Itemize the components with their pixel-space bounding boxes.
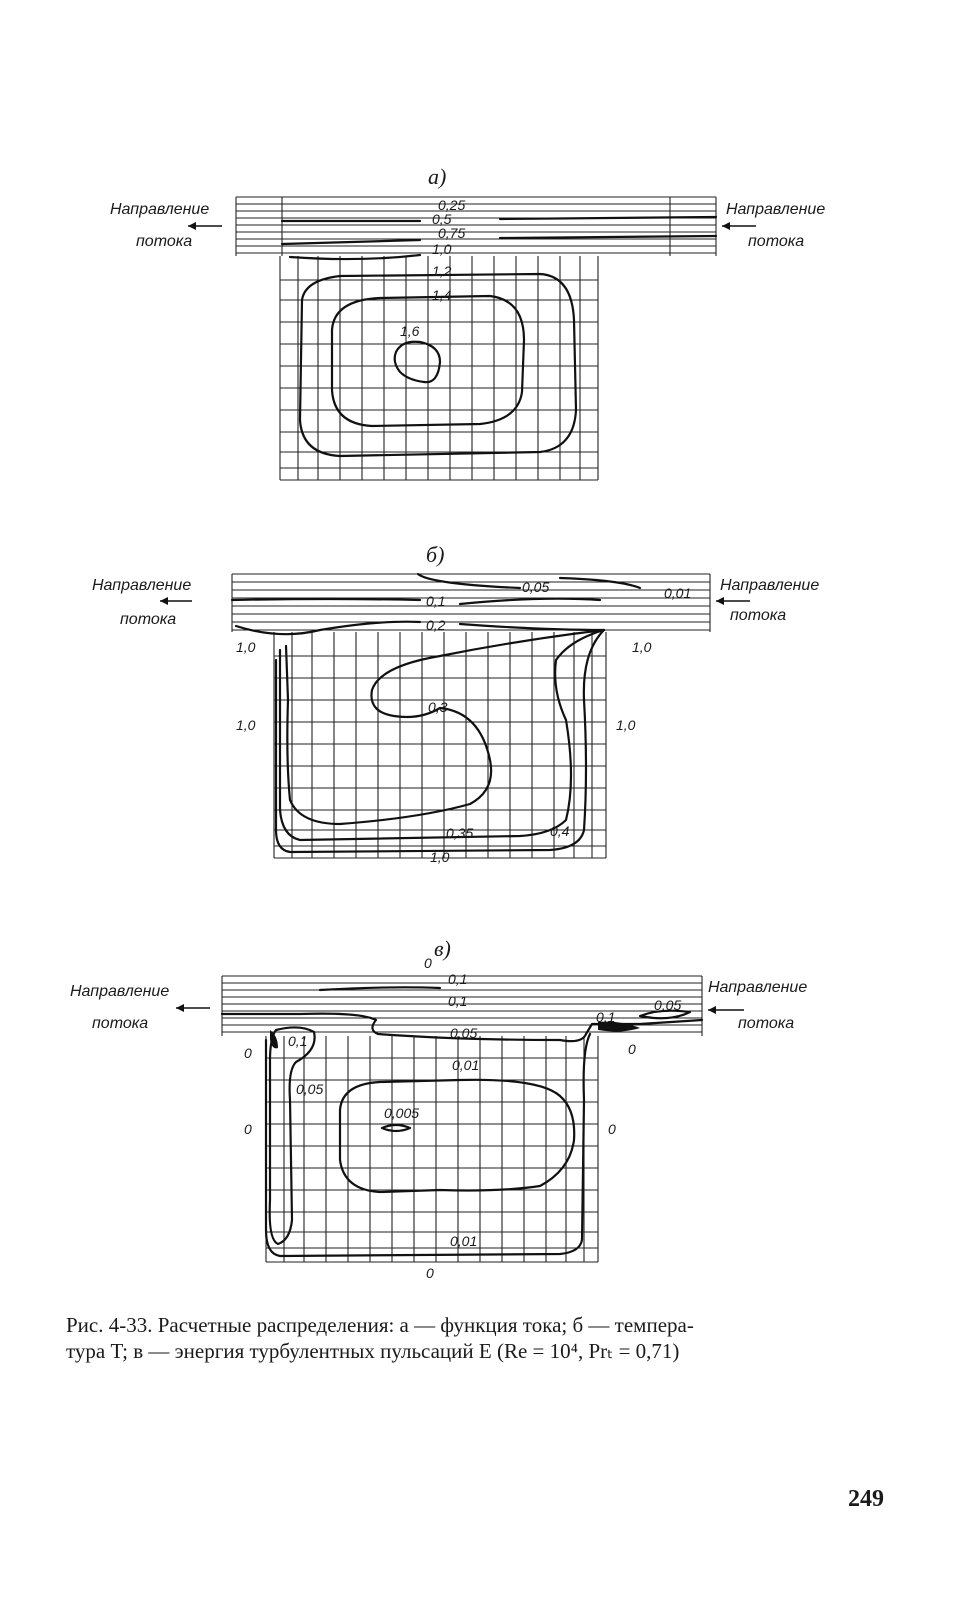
flow-direction-label: Направление: [720, 577, 819, 594]
zero-label: 0: [424, 955, 432, 971]
side-value-label: 1,0: [632, 639, 652, 655]
contour-label: 1,2: [432, 263, 452, 279]
figure-c-flow-left: Направление потока: [70, 983, 210, 1032]
zero-label: 0: [426, 1265, 434, 1281]
contour-label: 0,01: [452, 1057, 479, 1073]
contour-label: 0,75: [438, 225, 465, 241]
flow-direction-label: потока: [92, 1015, 148, 1032]
figure-a-channel-grid: [235, 196, 717, 256]
figure-b-flow-left: Направление потока: [92, 577, 192, 628]
zero-label: 0: [244, 1045, 252, 1061]
zero-label: 0: [244, 1121, 252, 1137]
contour-label: 1,6: [400, 323, 420, 339]
contour-label: 0,35: [446, 825, 473, 841]
contour-label: 1,0: [430, 849, 450, 865]
flow-direction-label: Направление: [70, 983, 169, 1000]
contour-label: 0,05: [654, 997, 681, 1013]
figure-c-tag: в): [434, 936, 451, 961]
figure-c-contour-labels: 0,1 0,1 0,05 0,05 0,1 0,1 0,01 0,05 0,00…: [288, 971, 681, 1249]
side-value-label: 1,0: [236, 639, 256, 655]
contour-label: 0,1: [448, 971, 467, 987]
figure-a-cavity-grid: [279, 256, 599, 481]
contour-label: 0,1: [448, 993, 467, 1009]
contour-label: 0,05: [522, 579, 549, 595]
arrowhead-icon: [176, 1004, 184, 1012]
figure-a: а): [110, 164, 825, 481]
caption-line: Рис. 4-33. Расчетные распределения: а — …: [66, 1313, 694, 1337]
figure-a-flow-right: Направление потока: [722, 201, 825, 250]
figure-a-streamlines: [280, 215, 718, 458]
arrowhead-icon: [708, 1006, 716, 1014]
contour-label: 0,1: [426, 593, 445, 609]
flow-direction-label: потока: [730, 607, 786, 624]
arrowhead-icon: [160, 597, 168, 605]
figure-c-cavity-grid: [265, 1036, 599, 1263]
side-value-label: 1,0: [616, 717, 636, 733]
flow-direction-label: Направление: [726, 201, 825, 218]
contour-label: 0,4: [550, 823, 570, 839]
arrowhead-icon: [722, 222, 730, 230]
contour-label: 0,01: [450, 1233, 477, 1249]
arrowhead-icon: [716, 597, 724, 605]
contour-label: 0,25: [438, 197, 465, 213]
flow-direction-label: Направление: [110, 201, 209, 218]
figure-b-side-labels: 1,0 1,0 1,0 1,0: [236, 639, 652, 733]
figure-b-contour-labels: 0,05 0,01 0,1 0,2 0,3 0,35 0,4 1,0: [426, 579, 691, 865]
figure-a-flow-left: Направление потока: [110, 201, 222, 250]
flow-direction-label: потока: [738, 1015, 794, 1032]
caption-line: тура T; в — энергия турбулентных пульсац…: [66, 1339, 680, 1363]
figure-c: в): [70, 936, 807, 1281]
contour-label: 0,01: [664, 585, 691, 601]
contour-label: 1,4: [432, 287, 452, 303]
side-value-label: 1,0: [236, 717, 256, 733]
figure-c-zero-labels: 0 0 0 0 0 0: [244, 955, 636, 1281]
contour-label: 0,2: [426, 617, 446, 633]
figure-b-tag: б): [426, 542, 444, 567]
contour-label: 0,05: [296, 1081, 323, 1097]
contour-label: 0,3: [428, 699, 448, 715]
figure-caption: Рис. 4-33. Расчетные распределения: а — …: [66, 1312, 866, 1364]
figure-b-isotherms: [230, 572, 642, 854]
contour-label: 0,5: [432, 211, 452, 227]
contour-label: 0,1: [596, 1009, 615, 1025]
zero-label: 0: [628, 1041, 636, 1057]
arrowhead-icon: [188, 222, 196, 230]
contour-label: 0,05: [450, 1025, 477, 1041]
dense-contour-blob: [270, 1030, 278, 1049]
flow-direction-label: потока: [120, 611, 176, 628]
contour-label: 1,0: [432, 241, 452, 257]
flow-direction-label: Направление: [92, 577, 191, 594]
flow-direction-label: Направление: [708, 979, 807, 996]
figure-c-energy-contours: [220, 986, 704, 1258]
contour-label: 0,1: [288, 1033, 307, 1049]
figure-a-contour-labels: 0,25 0,5 0,75 1,0 1,2 1,4 1,6: [400, 197, 465, 339]
dense-contour-blob: [598, 1021, 640, 1032]
page-number: 249: [848, 1486, 884, 1512]
flow-direction-label: потока: [748, 233, 804, 250]
figure-b: б): [92, 542, 819, 865]
contour-label: 0,005: [384, 1105, 419, 1121]
zero-label: 0: [608, 1121, 616, 1137]
figure-c-flow-right: Направление потока: [708, 979, 807, 1032]
figure-b-flow-right: Направление потока: [716, 577, 819, 624]
figure-a-tag: а): [428, 164, 446, 189]
flow-direction-label: потока: [136, 233, 192, 250]
